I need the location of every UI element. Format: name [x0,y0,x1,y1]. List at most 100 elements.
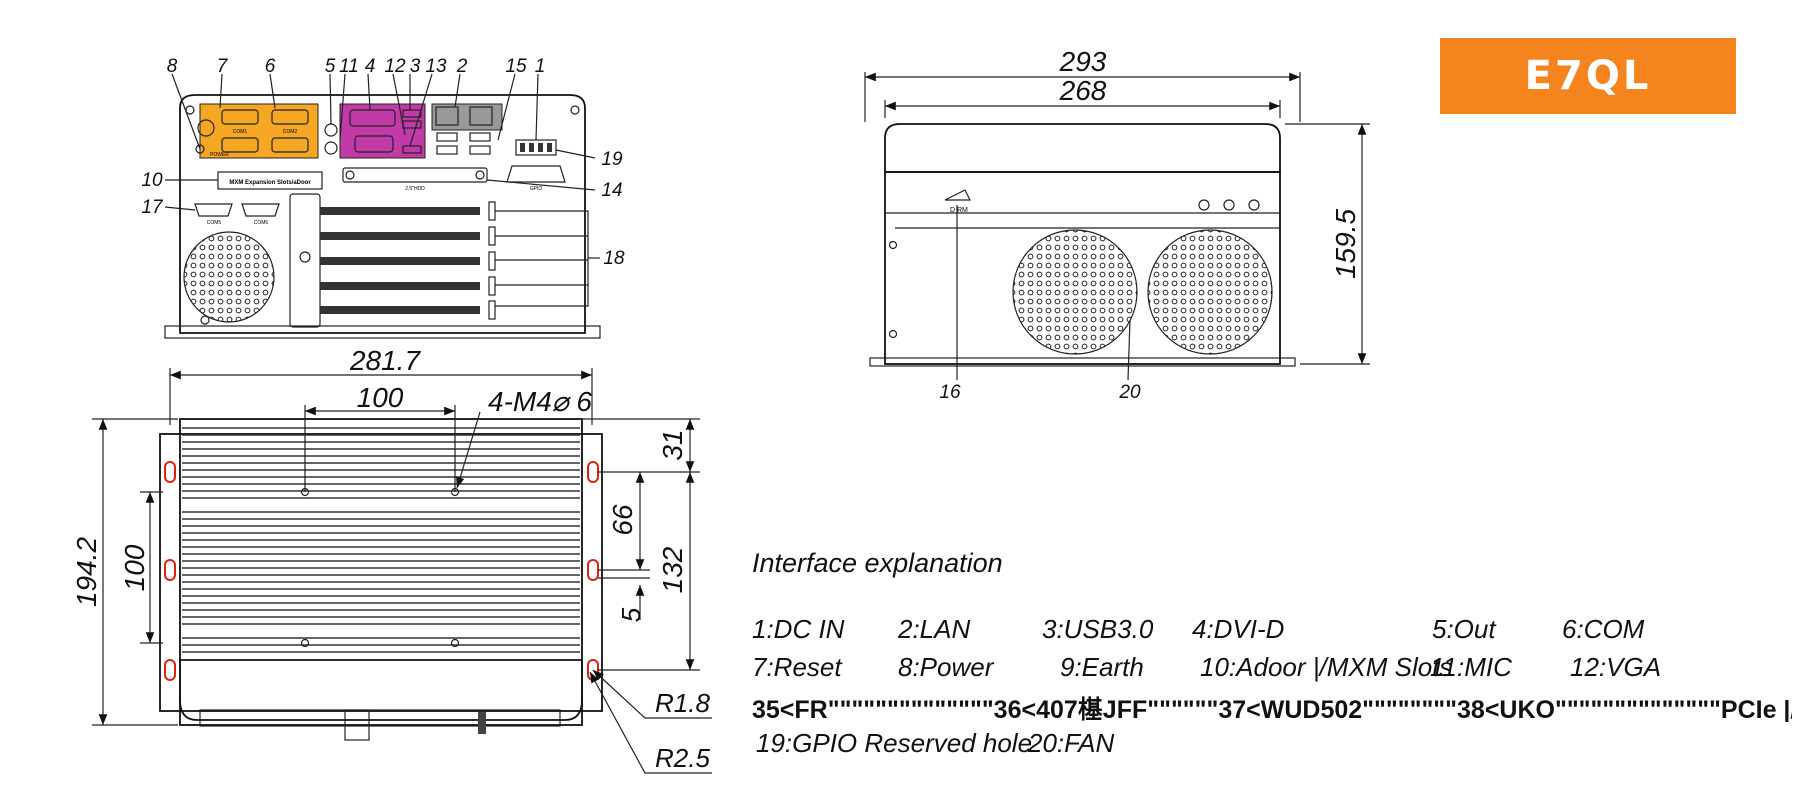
callout-number: 17 [141,197,164,218]
model-badge: E7QL [1440,38,1736,114]
callout-number: 6 [265,56,276,77]
interface-row: 7:Reset 8:Power 9:Earth 10:Adoor |/MXM S… [752,652,1792,684]
interface-item: 19:GPIO Reserved hole [756,728,1033,758]
interface-item: 9:Earth [1060,652,1144,682]
interface-item: 6:COM [1562,614,1645,644]
callout-number: 7 [217,56,229,77]
audio-jack [324,123,338,137]
mount-slot [164,659,176,681]
front-view: COM1 COM2 POWER MXM Expansion Slots/aDoo… [164,73,601,339]
interface-explanation-title: Interface explanation [752,548,1003,578]
front-fan-grille [183,231,275,323]
side-body [884,171,1281,365]
interface-item: 5:Out [1432,614,1496,644]
callout-number: 13 [425,56,447,77]
callout-number: 3 [410,56,421,77]
interface-item: 11:MIC [1430,652,1512,682]
callout-number: 18 [603,248,625,269]
dim-small-label: 5 [616,607,646,622]
pcie-slot [320,207,480,215]
com-port-panel [199,103,319,159]
dim-hole-spacing-label: 100 [357,382,404,413]
vga-port [354,135,394,153]
com-port [221,109,259,125]
interface-item: 3:USB3.0 [1042,614,1154,644]
callout-number: 16 [939,382,961,403]
callout-number: 19 [601,149,623,170]
side-panel-text: D RM [950,207,968,214]
dim-depth-label: 194.2 [71,537,102,607]
interface-row-garbled: 35<FR""""""""""""""36<407樭JFF""""""37<WU… [752,690,1792,722]
dvi-port [349,109,396,127]
dim-inner-vertical-label: 66 [607,504,638,536]
callout-number: 5 [325,56,336,77]
side-top-cover [884,123,1281,173]
hdd-text: 2.5"HDD [405,186,425,192]
callout-number: 4 [365,56,376,77]
lan-port [435,106,459,126]
interface-item: 2:LAN [898,614,971,644]
interface-item: 1:DC IN [752,614,845,644]
video-port-panel [339,103,426,159]
com-port [271,109,309,125]
gpio-connector [506,165,566,183]
callout-number: 8 [167,56,178,77]
dim-right-vertical-label: 132 [657,546,688,593]
mount-slot [587,461,599,483]
interface-item-garbled: 35<FR""""""""""""""36<407樭JFF""""""37<WU… [752,696,1792,722]
com-port [221,137,259,153]
pcie-slot [320,232,480,240]
callout-number: 15 [505,56,527,77]
expansion-slot-text: MXM Expansion Slots/aDoor [229,180,311,186]
side-fan-grille-right [1147,229,1273,355]
dim-overall-label: 293 [1059,46,1107,77]
side-fan-grille-left [1012,229,1138,355]
heatsink-fins [182,427,580,653]
front-chassis-outline [179,94,586,334]
callout-number: 2 [456,56,468,77]
lan-port [469,106,493,126]
interface-item: 10:Adoor |/MXM Slots [1200,652,1453,682]
com5-text: COM5 [207,220,222,226]
callout-numbers: 8 7 6 5 11 4 12 3 13 2 15 1 19 10 14 17 … [141,56,1141,403]
pcie-slot [320,257,480,265]
callout-number: 1 [535,56,546,77]
pcie-slot [320,282,480,290]
interface-item: 7:Reset [752,652,842,682]
m4-hole [300,638,310,648]
side-view: D RM 293 268 159.5 [864,46,1370,381]
radius-large-label: R2.5 [655,743,710,773]
dim-height-label: 159.5 [1330,209,1361,279]
interface-item: 12:VGA [1570,652,1662,682]
hole-spec-label: 4-M4⌀ 6 [488,386,592,417]
bottom-connector-strip [199,709,561,727]
callout-number: 10 [141,170,163,191]
gpio-text: GPIO [530,186,543,192]
com-a-text: COM1 [233,129,248,135]
pcie-slot [320,306,480,314]
power-led-shape [195,144,205,154]
power-text: POWER [210,152,229,158]
dim-width-label: 281.7 [349,345,421,376]
front-callout-leaders [164,73,600,307]
interface-row: 1:DC IN 2:LAN 3:USB3.0 4:DVI-D 5:Out 6:C… [752,614,1792,646]
radius-small-label: R1.8 [655,688,710,718]
callout-number: 14 [601,180,622,201]
callout-number: 12 [384,56,406,77]
dim-left-vertical-label: 100 [119,544,150,591]
interface-item: 4:DVI-D [1192,614,1285,644]
bottom-view: 281.7 100 4-M4⌀ 6 194.2 100 31 66 5 132 … [71,345,712,774]
dim-inner-label: 268 [1059,75,1107,106]
interface-row: 19:GPIO Reserved hole 20:FAN [752,728,1792,760]
com6-text: COM6 [254,220,269,226]
audio-jack [324,141,338,155]
interface-item: 20:FAN [1028,728,1115,758]
callout-number: 20 [1118,382,1141,403]
pcie-bracket [289,193,321,328]
com-b-text: COM2 [283,129,298,135]
mount-slot [164,559,176,581]
side-base-flange [869,357,1296,367]
bottom-flange-outline [159,433,603,712]
dim-top-offset-label: 31 [657,429,688,460]
